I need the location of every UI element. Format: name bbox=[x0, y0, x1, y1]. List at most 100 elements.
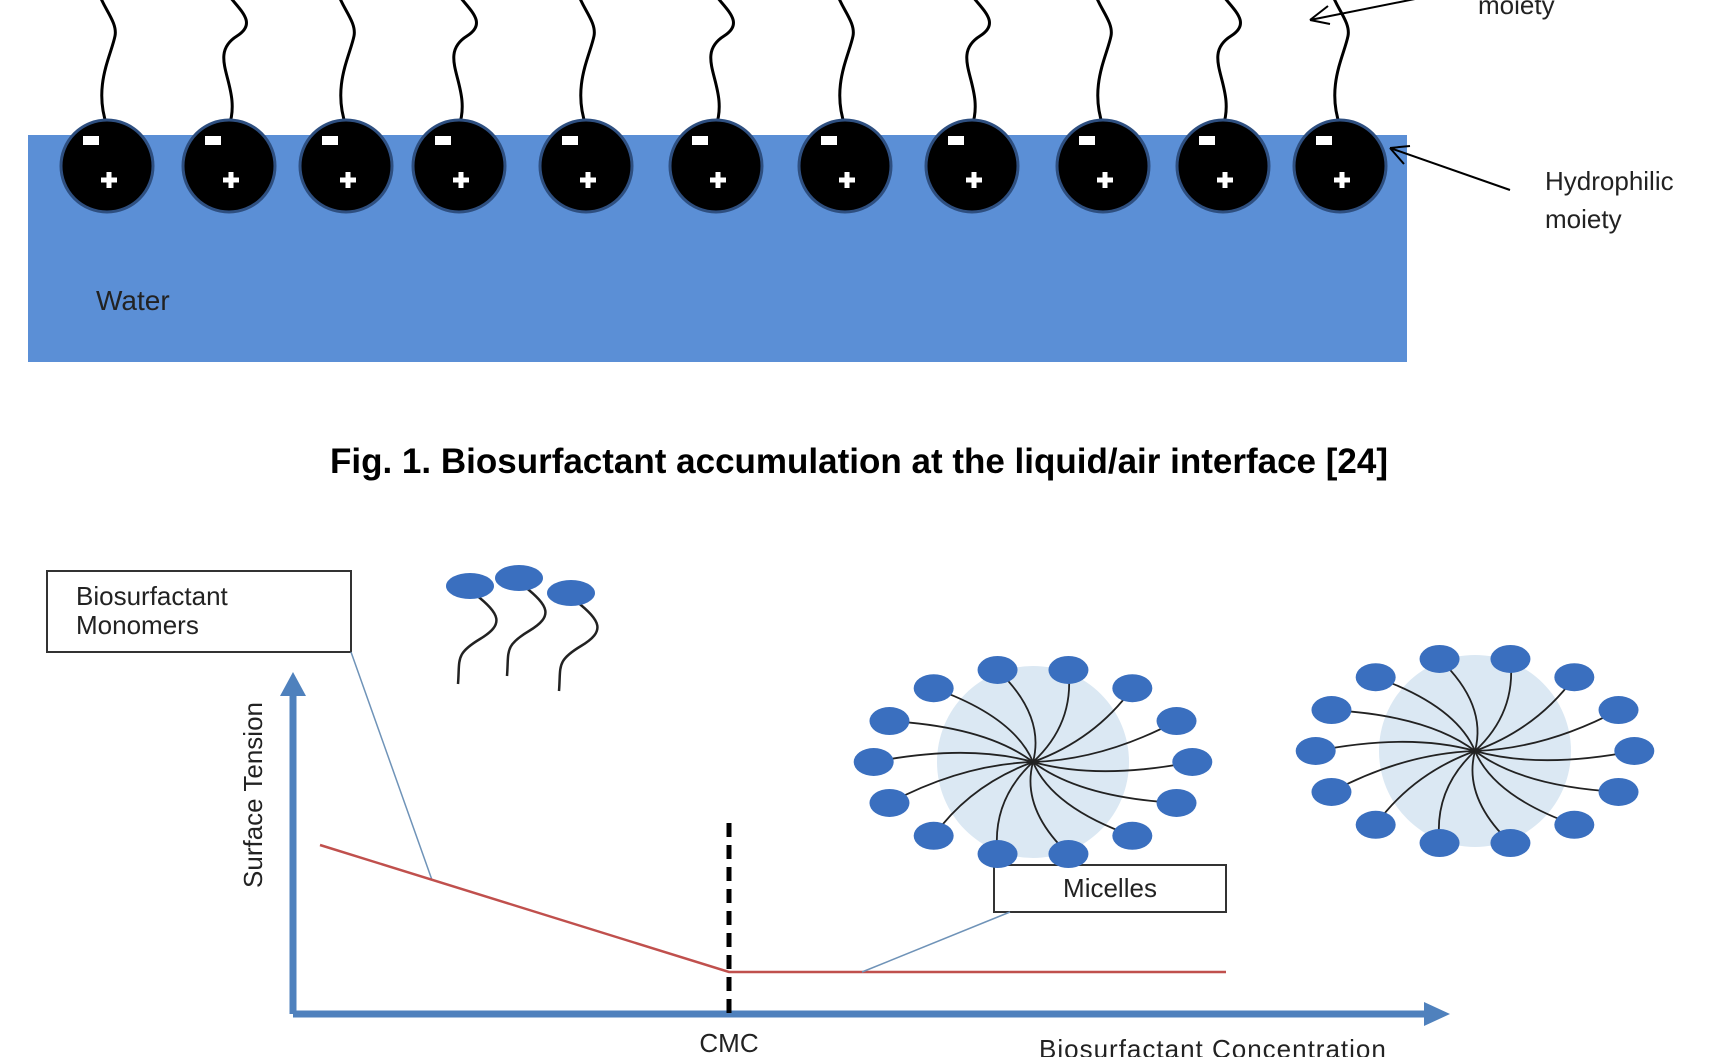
surfactant-molecule bbox=[797, 0, 893, 214]
hydrophobic-tail bbox=[338, 0, 356, 127]
plus-sign-icon bbox=[580, 172, 596, 188]
micelle-tail bbox=[1032, 720, 1177, 763]
micelle-head bbox=[1355, 810, 1396, 839]
micelle-tail bbox=[1474, 709, 1619, 752]
hydrophobic-tail bbox=[709, 0, 735, 127]
hydrophobic-tail bbox=[222, 0, 248, 127]
monomer bbox=[446, 573, 498, 685]
minus-sign-icon bbox=[322, 136, 338, 145]
micelle-head bbox=[853, 748, 894, 776]
micelle bbox=[853, 655, 1213, 869]
micelles-pointer-arrow bbox=[861, 911, 1011, 973]
micelle-head bbox=[1311, 696, 1352, 725]
minus-sign-icon bbox=[435, 136, 451, 145]
hydrophobic-tail bbox=[965, 0, 991, 127]
water-label: Water bbox=[96, 285, 170, 316]
plus-sign-icon bbox=[340, 172, 356, 188]
hydrophobic-tail bbox=[837, 0, 855, 127]
surfactant-molecule bbox=[538, 0, 634, 214]
minus-sign-icon bbox=[205, 136, 221, 145]
micelle-tail bbox=[1474, 750, 1635, 762]
micelle-head bbox=[1112, 674, 1153, 703]
micelles-label-box bbox=[993, 864, 1227, 913]
monomers-label-box bbox=[46, 570, 352, 653]
hydrophilic-arrow bbox=[1389, 147, 1511, 191]
hydrophilic-label-line1: Hydrophilic bbox=[1545, 166, 1674, 196]
hydrophilic-head bbox=[797, 118, 893, 214]
micelle-head bbox=[1048, 655, 1089, 684]
hydrophobic-tail bbox=[99, 0, 117, 127]
minus-sign-icon bbox=[562, 136, 578, 145]
surfactant-molecule bbox=[924, 0, 1020, 214]
monomer-icons bbox=[446, 565, 599, 692]
monomer-head bbox=[495, 565, 543, 591]
micelles-label: Micelles bbox=[1063, 873, 1157, 903]
monomers-label-line1: Biosurfactant bbox=[76, 581, 229, 611]
surfactant-molecules bbox=[59, 0, 1388, 214]
micelle-tail bbox=[1331, 750, 1476, 793]
monomers-label-line2: Monomers bbox=[76, 610, 199, 640]
surface-tension-curve bbox=[319, 843, 1226, 974]
plus-sign-icon bbox=[453, 172, 469, 188]
micelle-head bbox=[1598, 777, 1639, 806]
micelle-head bbox=[1419, 644, 1460, 673]
hydrophilic-head bbox=[538, 118, 634, 214]
micelle-tail bbox=[1315, 740, 1476, 752]
hydrophobic-tail bbox=[452, 0, 478, 127]
micelle-head bbox=[869, 707, 910, 736]
hydrophobic-arrow bbox=[1309, 0, 1416, 21]
micelle-head bbox=[1554, 810, 1595, 839]
minus-sign-icon bbox=[83, 136, 99, 145]
figure1-caption: Fig. 1. Biosurfactant accumulation at th… bbox=[330, 442, 1388, 481]
hydrophilic-head bbox=[298, 118, 394, 214]
hydrophobic-tail bbox=[578, 0, 596, 127]
plus-sign-icon bbox=[223, 172, 239, 188]
minus-sign-icon bbox=[692, 136, 708, 145]
micelle-head bbox=[1112, 821, 1153, 850]
surfactant-molecule bbox=[298, 0, 394, 214]
micelle-head bbox=[1311, 777, 1352, 806]
micelle-head bbox=[913, 821, 954, 850]
plus-sign-icon bbox=[966, 172, 982, 188]
micelle-head bbox=[1295, 737, 1336, 765]
monomer-head bbox=[446, 573, 494, 599]
micelle-head bbox=[1598, 696, 1639, 725]
plus-sign-icon bbox=[1334, 172, 1350, 188]
micelle-tail bbox=[1331, 709, 1476, 752]
micelle-tail bbox=[889, 761, 1034, 804]
micelle-tail bbox=[1474, 750, 1619, 793]
surfactant-molecule bbox=[1175, 0, 1271, 214]
micelle bbox=[1295, 644, 1655, 858]
micelle-head bbox=[977, 655, 1018, 684]
monomer bbox=[495, 565, 547, 677]
hydrophilic-head bbox=[924, 118, 1020, 214]
hydrophilic-head bbox=[1055, 118, 1151, 214]
micelle-head bbox=[913, 674, 954, 703]
minus-sign-icon bbox=[821, 136, 837, 145]
hydrophilic-head bbox=[59, 118, 155, 214]
monomers-pointer-arrow bbox=[350, 651, 433, 881]
cmc-label: CMC bbox=[699, 1028, 758, 1057]
x-axis-arrowhead bbox=[1424, 1002, 1450, 1026]
plus-sign-icon bbox=[710, 172, 726, 188]
hydrophilic-head bbox=[411, 118, 507, 214]
monomer-head bbox=[547, 580, 595, 606]
minus-sign-icon bbox=[948, 136, 964, 145]
micelle-icons bbox=[853, 644, 1655, 869]
micelle-tail bbox=[873, 751, 1034, 763]
surfactant-molecule bbox=[411, 0, 507, 214]
hydrophobic-tail bbox=[1332, 0, 1350, 127]
hydrophobic-tail bbox=[1095, 0, 1113, 127]
micelle-head bbox=[977, 840, 1018, 869]
y-axis-arrowhead bbox=[280, 672, 306, 696]
micelle-head bbox=[1156, 707, 1197, 736]
micelle-head bbox=[1172, 748, 1213, 776]
micelle-tail bbox=[889, 720, 1034, 763]
micelle-head bbox=[1048, 840, 1089, 869]
surfactant-molecule bbox=[1055, 0, 1151, 214]
micelle-tail bbox=[1032, 761, 1177, 804]
plus-sign-icon bbox=[1217, 172, 1233, 188]
micelle-head bbox=[1490, 644, 1531, 673]
surfactant-molecule bbox=[668, 0, 764, 214]
x-axis-label: Biosurfactant Concentration bbox=[1039, 1034, 1387, 1057]
